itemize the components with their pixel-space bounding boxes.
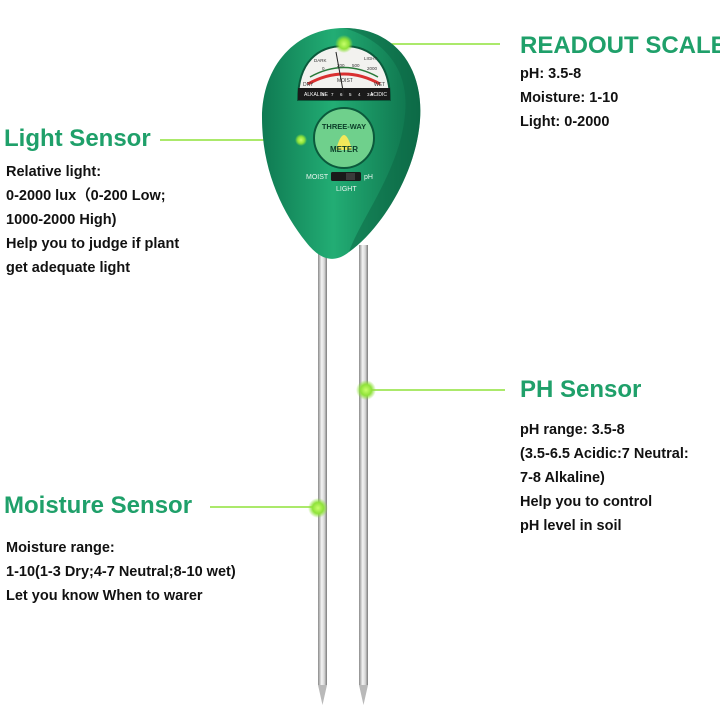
- probes: [318, 245, 368, 705]
- light-sensor-title: Light Sensor: [4, 125, 151, 152]
- light-sensor-lines: Relative light: 0-2000 lux（0-200 Low; 10…: [6, 160, 179, 280]
- ph-sensor-title: PH Sensor: [520, 376, 642, 403]
- dial-light-number: 2000: [367, 66, 378, 71]
- moisture-sensor-title: Moisture Sensor: [4, 492, 193, 519]
- dial-light-number: 200: [337, 63, 345, 68]
- moisture-sensor-dot: [308, 498, 328, 518]
- ph-sensor-line: pH range: 3.5-8: [520, 422, 625, 438]
- dial-light-number: 500: [352, 63, 360, 68]
- moisture-sensor-line: Moisture range:: [6, 540, 115, 556]
- dial-ph-number: 6: [340, 92, 343, 97]
- readout-line: Light: 0-2000: [520, 114, 610, 130]
- ph-sensor-line: pH level in soil: [520, 518, 622, 534]
- dial-acidic-label: ACIDIC: [370, 92, 387, 98]
- dial-wet-label: WET: [374, 82, 385, 88]
- dial-ph-number: 7: [331, 92, 334, 97]
- moisture-sensor-lines: Moisture range: 1-10(1-3 Dry;4-7 Neutral…: [6, 536, 236, 608]
- light-sensor-line: 0-2000 lux（0-200 Low;: [6, 188, 166, 204]
- dial-ph-number: 8: [322, 92, 325, 97]
- readout-line: pH: 3.5-8: [520, 66, 582, 82]
- readout-scale-lines: pH: 3.5-8 Moisture: 1-10 Light: 0-2000: [520, 62, 618, 134]
- ph-sensor-lines: pH range: 3.5-8 (3.5-6.5 Acidic:7 Neutra…: [520, 418, 689, 538]
- dial-most-label: MOIST: [337, 78, 353, 84]
- three-way-badge: THREE-WAY METER: [313, 107, 375, 169]
- dial-dry-label: DRY: [303, 82, 314, 88]
- dial-dark-label: DARK: [314, 58, 327, 63]
- readout-scale-title: READOUT SCALE: [520, 32, 720, 59]
- readout-marker-dot: [335, 35, 353, 53]
- light-sensor-line: 1000-2000 High): [6, 212, 117, 228]
- dial-ph-number: 5: [349, 92, 352, 97]
- readout-line: Moisture: 1-10: [520, 90, 619, 106]
- dial-alkaline-label: ALKALINE: [304, 92, 329, 98]
- dial-ph-number: 4: [358, 92, 361, 97]
- badge-bottom-text: METER: [330, 145, 358, 154]
- moisture-sensor-line: 1-10(1-3 Dry;4-7 Neutral;8-10 wet): [6, 564, 236, 580]
- light-sensor-line: get adequate light: [6, 260, 131, 276]
- light-sensor-line: Relative light:: [6, 164, 102, 180]
- dial-light-number: 0: [322, 66, 325, 71]
- switch-moist-label: MOIST: [306, 174, 329, 181]
- light-sensor-line: Help you to judge if plant: [6, 236, 180, 252]
- dial-light-label: LIGHT: [364, 56, 378, 61]
- ph-sensor-line: 7-8 Alkaline): [520, 470, 605, 486]
- light-sensor-dot: [295, 134, 307, 146]
- ph-sensor-line: (3.5-6.5 Acidic:7 Neutral:: [520, 446, 689, 462]
- dial-ph-number: 3.5: [367, 92, 374, 97]
- ph-sensor-line: Help you to control: [520, 494, 653, 510]
- moisture-sensor-line: Let you know When to warer: [6, 588, 203, 604]
- ph-sensor-dot: [356, 380, 376, 400]
- mode-switch[interactable]: MOIST pH LIGHT: [306, 172, 373, 193]
- switch-ph-label: pH: [364, 174, 373, 181]
- switch-light-label: LIGHT: [336, 186, 357, 193]
- badge-top-text: THREE-WAY: [322, 122, 366, 131]
